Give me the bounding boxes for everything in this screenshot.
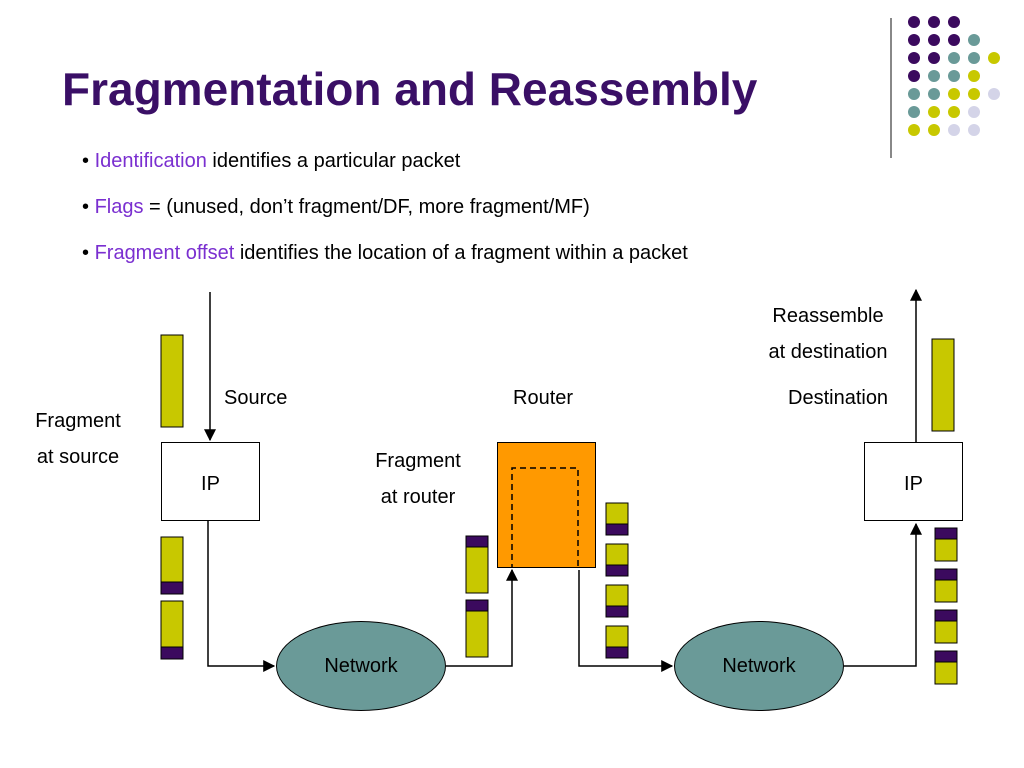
label-line: Fragment <box>375 450 461 472</box>
label-line: at destination <box>768 341 888 363</box>
bullet-fragment-offset: • Fragment offset identifies the locatio… <box>82 242 688 264</box>
source-fragments <box>160 536 184 660</box>
label-line: Reassemble <box>772 305 884 327</box>
bullet-text: identifies a particular packet <box>206 150 461 172</box>
network-left: Network <box>276 621 446 711</box>
label-line: Fragment <box>35 410 121 432</box>
label-reassemble-at-destination: Reassemble at destination <box>748 298 908 370</box>
connector-network-to-router <box>446 568 518 667</box>
page-title: Fragmentation and Reassembly <box>62 63 758 115</box>
network-right: Network <box>674 621 844 711</box>
ip-box-source: IP <box>161 442 260 521</box>
ip-box-destination: IP <box>864 442 963 521</box>
bullet-keyword: Fragment offset <box>94 242 235 264</box>
connector-network-to-destination <box>844 522 922 667</box>
ip-label: IP <box>201 473 220 495</box>
label-line: at source <box>36 446 120 468</box>
bullet-text: identifies the location of a fragment wi… <box>234 242 688 264</box>
router-box <box>497 442 596 568</box>
router-input-fragments <box>465 535 489 658</box>
label-router: Router <box>513 387 574 409</box>
router-path-dashed <box>510 466 579 568</box>
network-label: Network <box>722 654 796 677</box>
bullet-flags: • Flags = (unused, don’t fragment/DF, mo… <box>82 196 590 218</box>
title-divider <box>890 18 892 158</box>
decorative-dot-grid <box>908 16 1000 136</box>
router-output-fragments <box>605 502 629 659</box>
label-fragment-at-router: Fragment at router <box>354 443 482 515</box>
bullet-list: • Identification identifies a particular… <box>82 147 688 285</box>
connector-ip-to-network <box>207 521 276 672</box>
packet-original <box>160 334 184 428</box>
bullet-text: = (unused, don’t fragment/DF, more fragm… <box>143 196 590 218</box>
ip-label: IP <box>904 473 923 495</box>
connector-router-to-network <box>578 570 674 672</box>
label-fragment-at-source: Fragment at source <box>14 403 142 475</box>
network-label: Network <box>324 654 398 677</box>
label-destination: Destination <box>788 387 889 409</box>
packet-reassembled <box>931 338 955 432</box>
label-line: at router <box>380 486 456 508</box>
bullet-keyword: Flags <box>94 196 144 218</box>
label-source: Source <box>224 387 288 409</box>
destination-fragments <box>934 527 958 685</box>
bullet-identification: • Identification identifies a particular… <box>82 150 461 172</box>
bullet-keyword: Identification <box>94 150 207 172</box>
